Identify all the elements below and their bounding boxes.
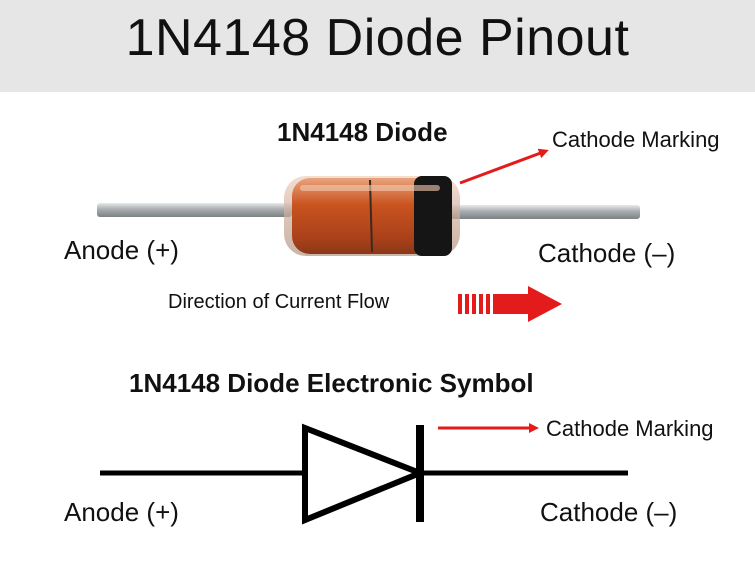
photo-cathode-label: Cathode (–) [538, 238, 676, 268]
diode-photo [97, 176, 640, 256]
cathode-marking-arrow [459, 148, 549, 185]
symbol-triangle [302, 423, 429, 525]
photo-heading: 1N4148 Diode [277, 117, 448, 147]
photo-cathode-marking-label: Cathode Marking [552, 127, 720, 152]
symbol-anode-label: Anode (+) [64, 497, 179, 527]
symbol-cathode-label: Cathode (–) [540, 497, 678, 527]
diode-body [292, 178, 442, 254]
cathode-lead [450, 205, 640, 219]
photo-anode-label: Anode (+) [64, 235, 179, 265]
diode-highlight [300, 185, 440, 191]
anode-lead [97, 203, 292, 217]
symbol-heading: 1N4148 Diode Electronic Symbol [129, 368, 534, 398]
current-flow-label: Direction of Current Flow [168, 291, 390, 313]
diode-seam [369, 179, 373, 253]
current-flow-arrow [458, 286, 562, 322]
page-title: 1N4148 Diode Pinout [125, 9, 630, 67]
title-banner [0, 0, 755, 92]
symbol-cathode-marking-label: Cathode Marking [546, 416, 714, 441]
diode-symbol [100, 423, 628, 525]
cathode-band-shape [414, 176, 452, 256]
